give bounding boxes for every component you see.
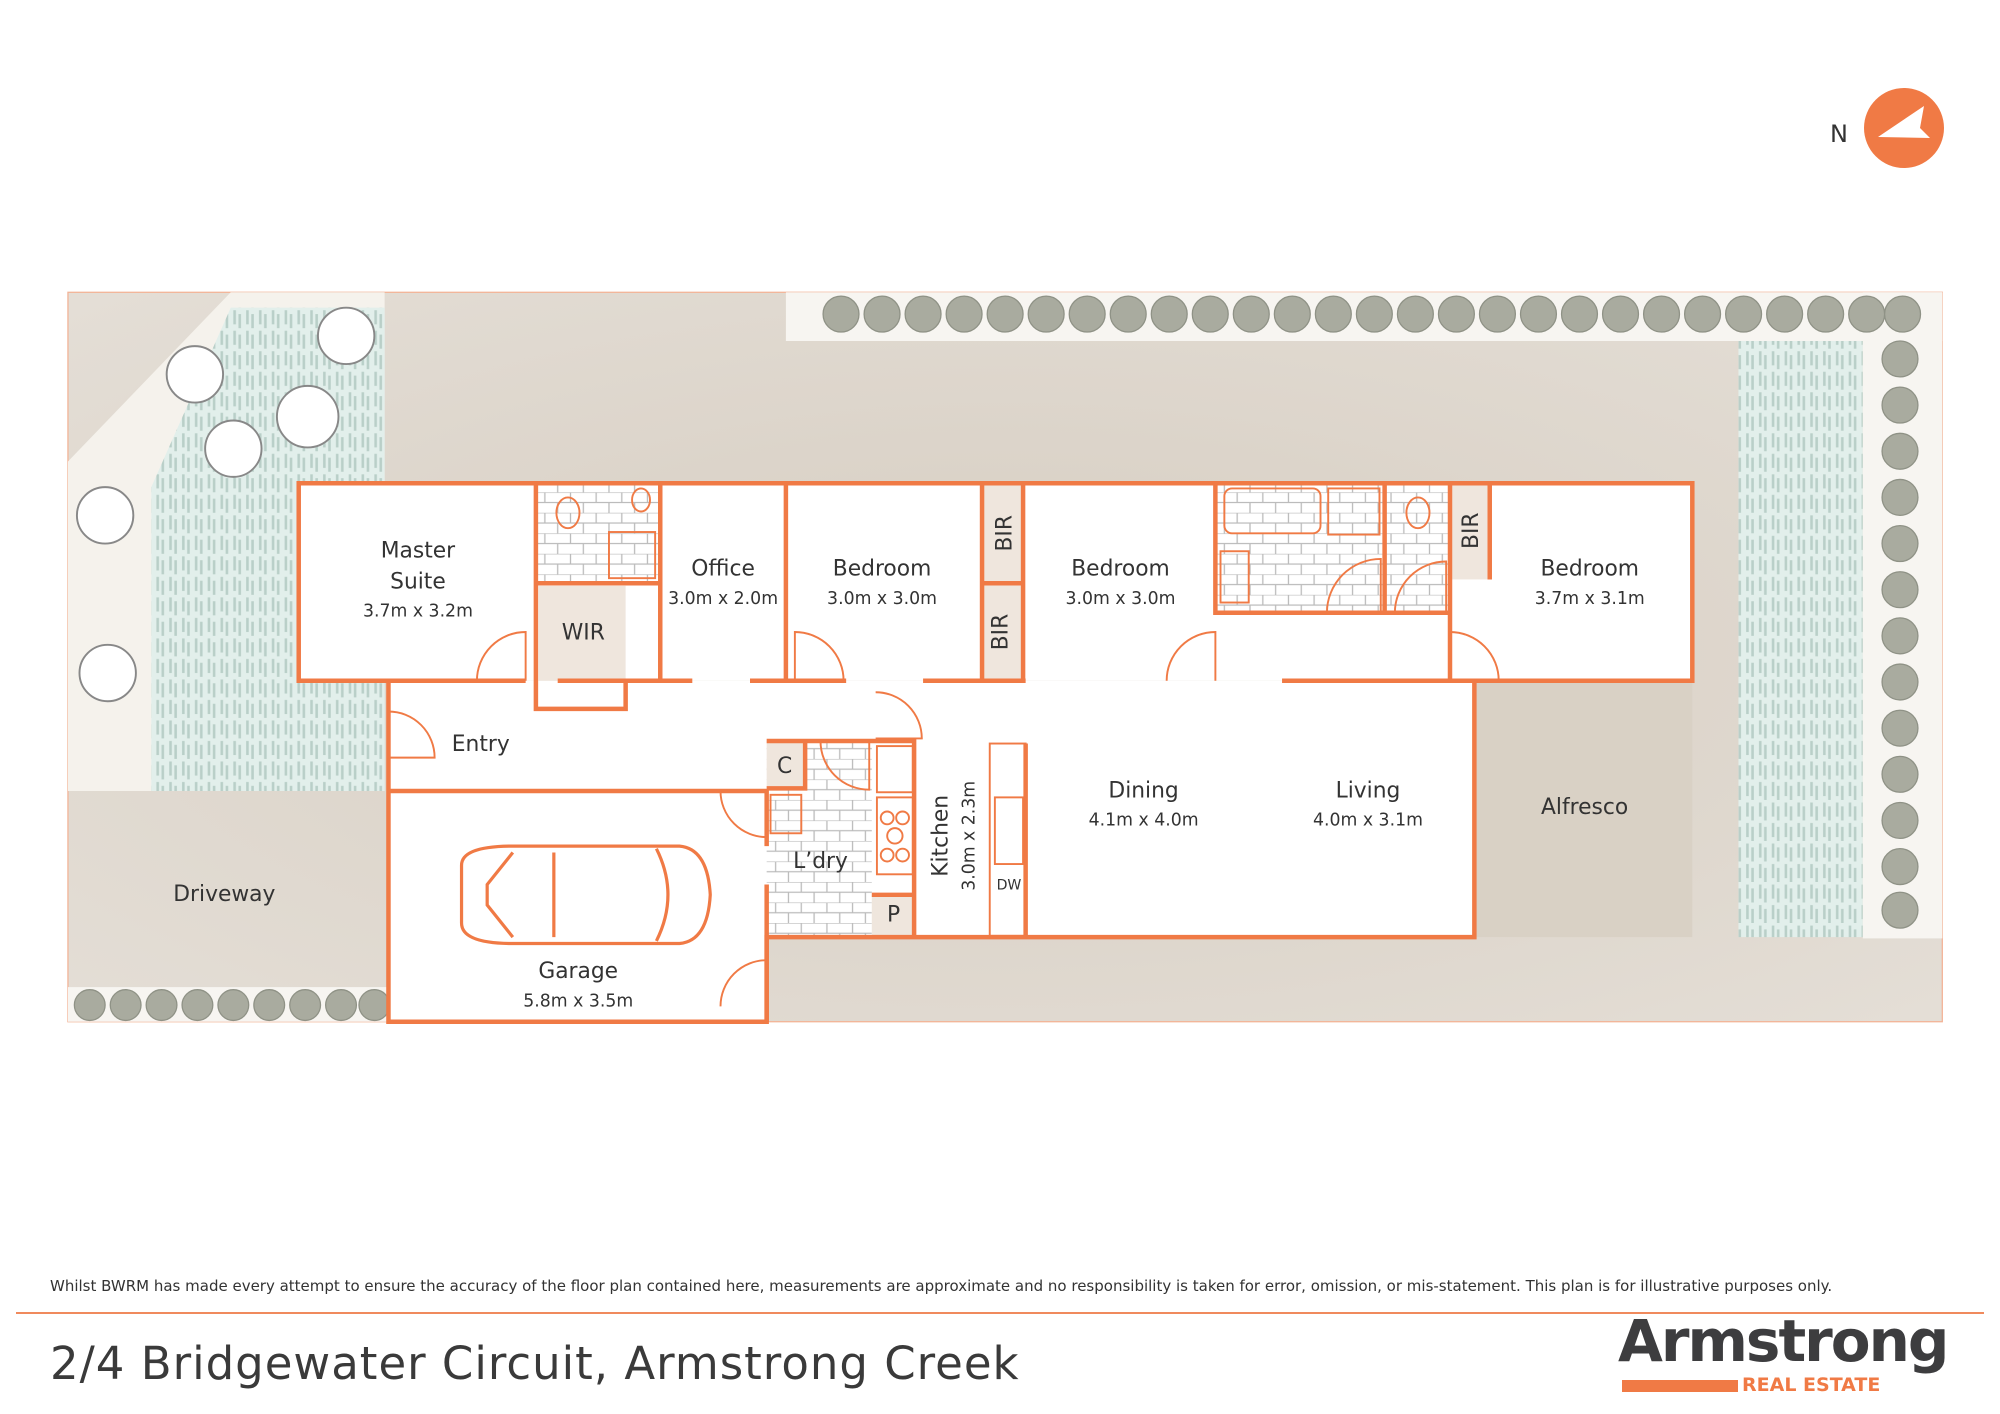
garage-dims: 5.8m x 3.5m — [523, 991, 633, 1011]
bedroom3-dims: 3.7m x 3.1m — [1535, 589, 1645, 609]
master-suite-dims: 3.7m x 3.2m — [363, 602, 473, 622]
kitchen-dims: 3.0m x 2.3m — [959, 781, 979, 891]
lawn-right — [1738, 339, 1863, 938]
doors — [388, 557, 1500, 1007]
agency-logo: Armstrong REAL ESTATE — [1618, 1312, 1958, 1404]
office-label: Office — [691, 557, 755, 582]
disclaimer: Whilst BWRM has made every attempt to en… — [50, 1277, 1833, 1295]
living-label: Living — [1336, 778, 1401, 803]
bath-floor — [1215, 483, 1385, 613]
bedroom2-label: Bedroom — [1071, 557, 1170, 582]
pantry-label: P — [887, 903, 900, 928]
compass: N — [1830, 88, 1950, 168]
bedroom1-dims: 3.0m x 3.0m — [827, 589, 937, 609]
toilet-floor — [1384, 483, 1450, 613]
hedge-right — [1881, 340, 1919, 929]
bedroom3-label: Bedroom — [1540, 557, 1639, 582]
hedge-bottom-left — [73, 989, 391, 1022]
bedroom2-dims: 3.0m x 3.0m — [1066, 589, 1176, 609]
dining-dims: 4.1m x 4.0m — [1089, 811, 1199, 831]
garage-label: Garage — [538, 959, 618, 984]
entry-label: Entry — [452, 732, 510, 757]
logo-subtitle: REAL ESTATE — [1742, 1374, 1881, 1396]
master-suite-label: Master — [381, 539, 455, 564]
dining-label: Dining — [1108, 778, 1178, 803]
driveway-label: Driveway — [173, 882, 275, 907]
bir2-label: BIR — [989, 614, 1014, 651]
bir1-label: BIR — [993, 515, 1018, 552]
room-labels: Master Suite 3.7m x 3.2m WIR Office 3.0m… — [173, 512, 1644, 1011]
footer-divider — [16, 1312, 1984, 1314]
north-arrow-icon — [1864, 88, 1944, 168]
fixtures — [555, 487, 1431, 876]
wir-floor — [538, 585, 626, 681]
bedroom1-label: Bedroom — [833, 557, 932, 582]
bir3-label: BIR — [1459, 512, 1484, 549]
office-dims: 3.0m x 2.0m — [668, 589, 778, 609]
north-label: N — [1830, 120, 1848, 148]
shrubs — [75, 306, 376, 703]
property-address: 2/4 Bridgewater Circuit, Armstrong Creek — [50, 1337, 1020, 1390]
bir2-floor — [982, 583, 1024, 681]
cupboard-label: C — [777, 754, 792, 779]
logo-wordmark: Armstrong — [1618, 1307, 1949, 1375]
living-dims: 4.0m x 3.1m — [1313, 811, 1423, 831]
hedge-top — [822, 295, 1922, 333]
laundry-label: L’dry — [793, 849, 848, 874]
cupboard-floor — [766, 740, 806, 789]
dishwasher-label: DW — [997, 878, 1022, 894]
kitchen-label: Kitchen — [928, 795, 953, 877]
logo-bar — [1622, 1380, 1738, 1392]
bir3-floor — [1450, 483, 1490, 580]
house — [296, 481, 1695, 1024]
car-icon — [459, 844, 712, 946]
wir-label: WIR — [562, 621, 605, 646]
master-suite-label-2: Suite — [390, 569, 446, 594]
ensuite-floor — [535, 483, 661, 584]
pantry-floor — [871, 894, 915, 936]
alfresco-floor — [1474, 680, 1693, 938]
bir1-floor — [982, 483, 1024, 584]
alfresco-label: Alfresco — [1541, 795, 1628, 820]
